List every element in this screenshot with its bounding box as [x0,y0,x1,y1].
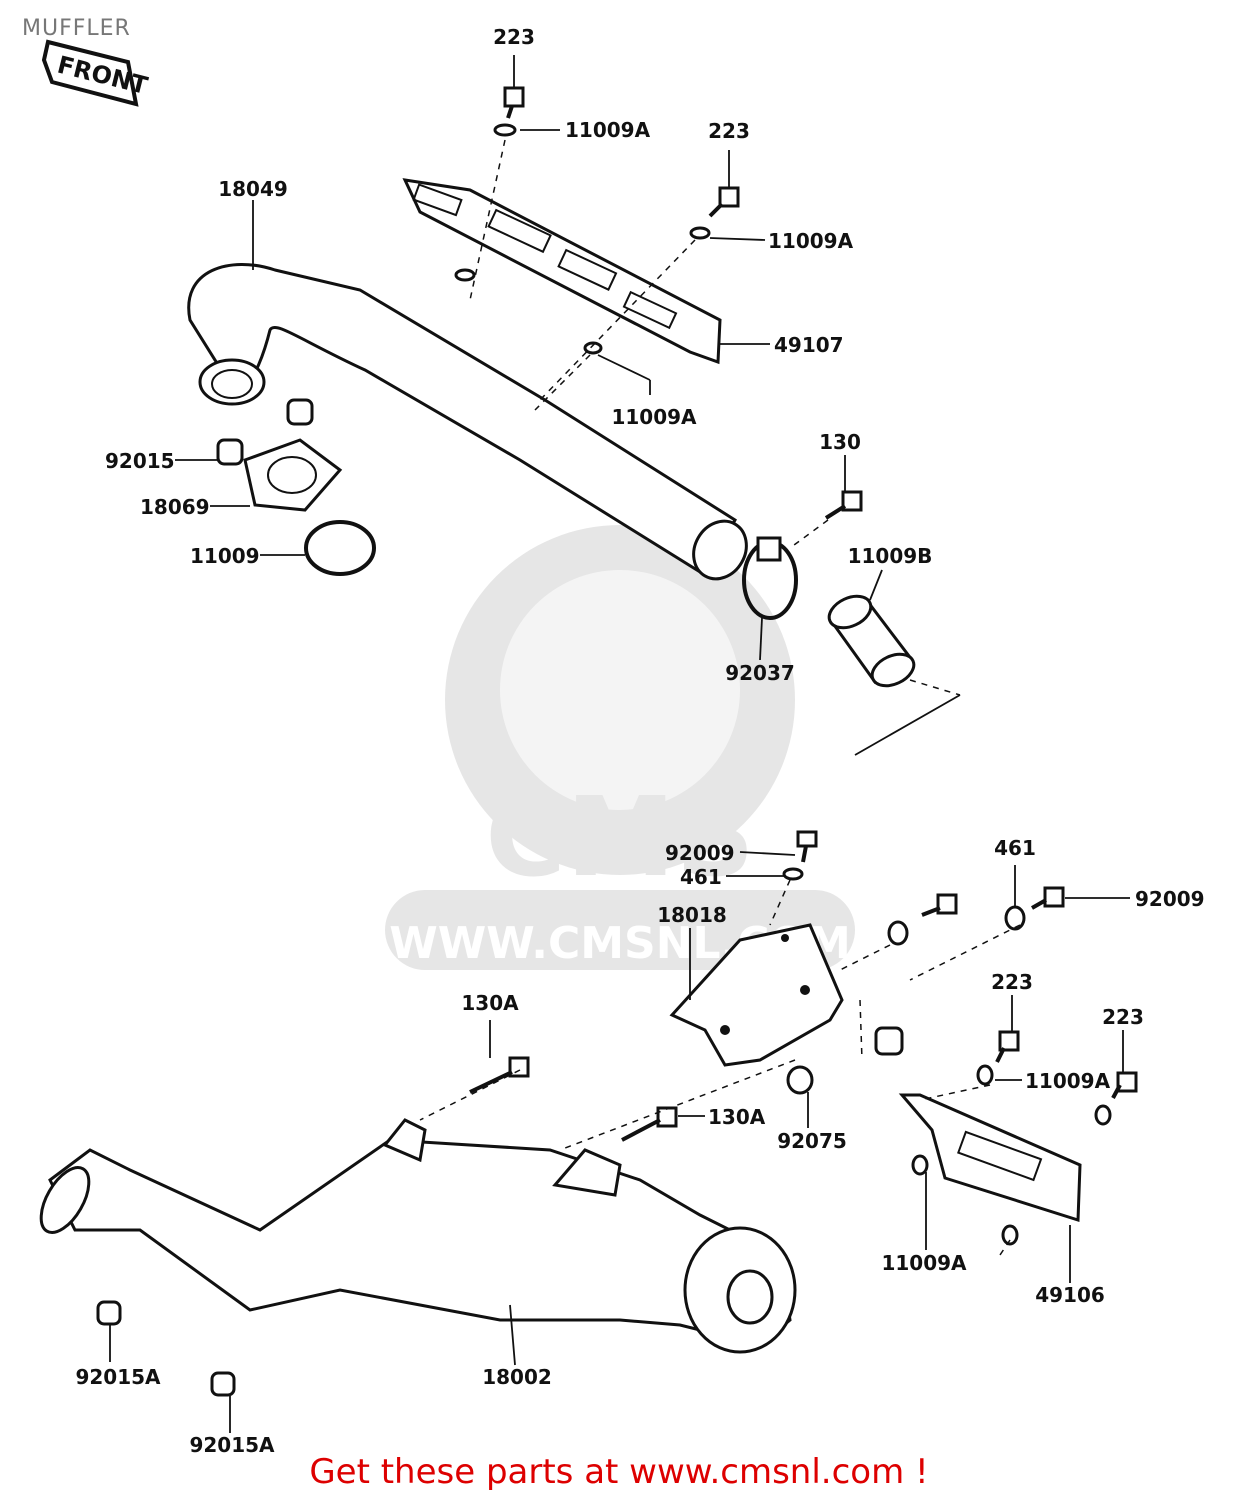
heat-guard-49107 [402,178,722,365]
label-92015a-a: 92015A [75,1365,161,1389]
label-18018: 18018 [657,903,727,927]
washer-11009A-e [911,1154,929,1176]
front-arrow: FRONT [41,39,151,107]
label-11009a-d: 11009A [881,1251,967,1275]
label-92015: 92015 [105,449,175,473]
washer-11009A-f [1001,1224,1019,1246]
washer-11009A-c [976,1064,994,1086]
washer-11009A-d [1094,1104,1112,1126]
nut-92015A-b [210,1371,236,1397]
label-11009b: 11009B [848,544,933,568]
label-18069: 18069 [140,495,210,519]
exhaust-pipe-18049 [187,262,748,581]
nut-under-cover [874,1026,904,1056]
footer-link-text[interactable]: Get these parts at www.cmsnl.com ! [309,1452,929,1492]
label-92015a-b: 92015A [189,1433,275,1457]
label-92037: 92037 [725,661,795,685]
sleeve-11009B [827,594,916,688]
label-11009a-right: 11009A [768,229,854,253]
label-461-b: 461 [994,836,1036,860]
label-92075: 92075 [777,1129,847,1153]
cover-18018 [669,923,844,1067]
nut-92015A-a [96,1300,122,1326]
washer-461-a [782,867,804,881]
label-461-a: 461 [680,865,722,889]
washer-461-b [1004,905,1026,931]
label-223-right: 223 [708,119,750,143]
bolt-223-d [1111,1071,1138,1099]
label-92009-a: 92009 [665,841,735,865]
label-11009a-top: 11009A [565,118,651,142]
bolt-130A-b [621,1106,678,1142]
bolt-130A-a [469,1056,530,1094]
washer-11009A-mid [583,341,603,355]
label-11009: 11009 [190,544,260,568]
leader-lines [109,55,1130,1433]
bolt-92009-a [796,830,818,863]
clamp-92037 [742,536,798,620]
heat-guard-49106 [898,1093,1082,1223]
label-223-top: 223 [493,25,535,49]
muffler-body-18002 [39,1118,797,1354]
page-title: MUFFLER [22,16,131,41]
flange-gasket-18069 [243,438,343,512]
label-130a-b: 130A [708,1105,766,1129]
part-labels: 223 11009A 223 11009A 18049 49107 11009A… [75,25,1204,1457]
bolt-223-c [995,1030,1020,1063]
bolt-92009-b [1031,886,1065,910]
label-223-d: 223 [1102,1005,1144,1029]
label-49106: 49106 [1035,1283,1105,1307]
label-18002: 18002 [482,1365,552,1389]
label-11009a-mid: 11009A [611,405,697,429]
label-49107: 49107 [774,333,844,357]
ring-11009 [304,520,376,576]
assembly-dashed-lines [419,139,1021,1256]
washer-11009A-top [493,123,517,137]
label-223-c: 223 [991,970,1033,994]
bolt-92009-c [921,893,958,917]
label-130: 130 [819,430,861,454]
label-130a-a: 130A [461,991,519,1015]
bolt-223-right [708,186,740,218]
bolt-130 [824,490,863,520]
nut-92015 [216,438,244,466]
grommet-92075 [786,1065,814,1095]
washer-11009A-right [689,226,711,240]
label-11009a-c: 11009A [1025,1069,1111,1093]
label-18049: 18049 [218,177,288,201]
washer-11009A-under [454,268,476,282]
watermark-logo-text: CMS [485,773,754,901]
label-92009-b: 92009 [1135,887,1205,911]
bolt-223-top [503,86,525,119]
cmsnl-watermark: CMS WWW.CMSNL.COM [385,525,855,970]
nut-92015-2 [286,398,314,426]
washer-461-c [887,920,909,946]
